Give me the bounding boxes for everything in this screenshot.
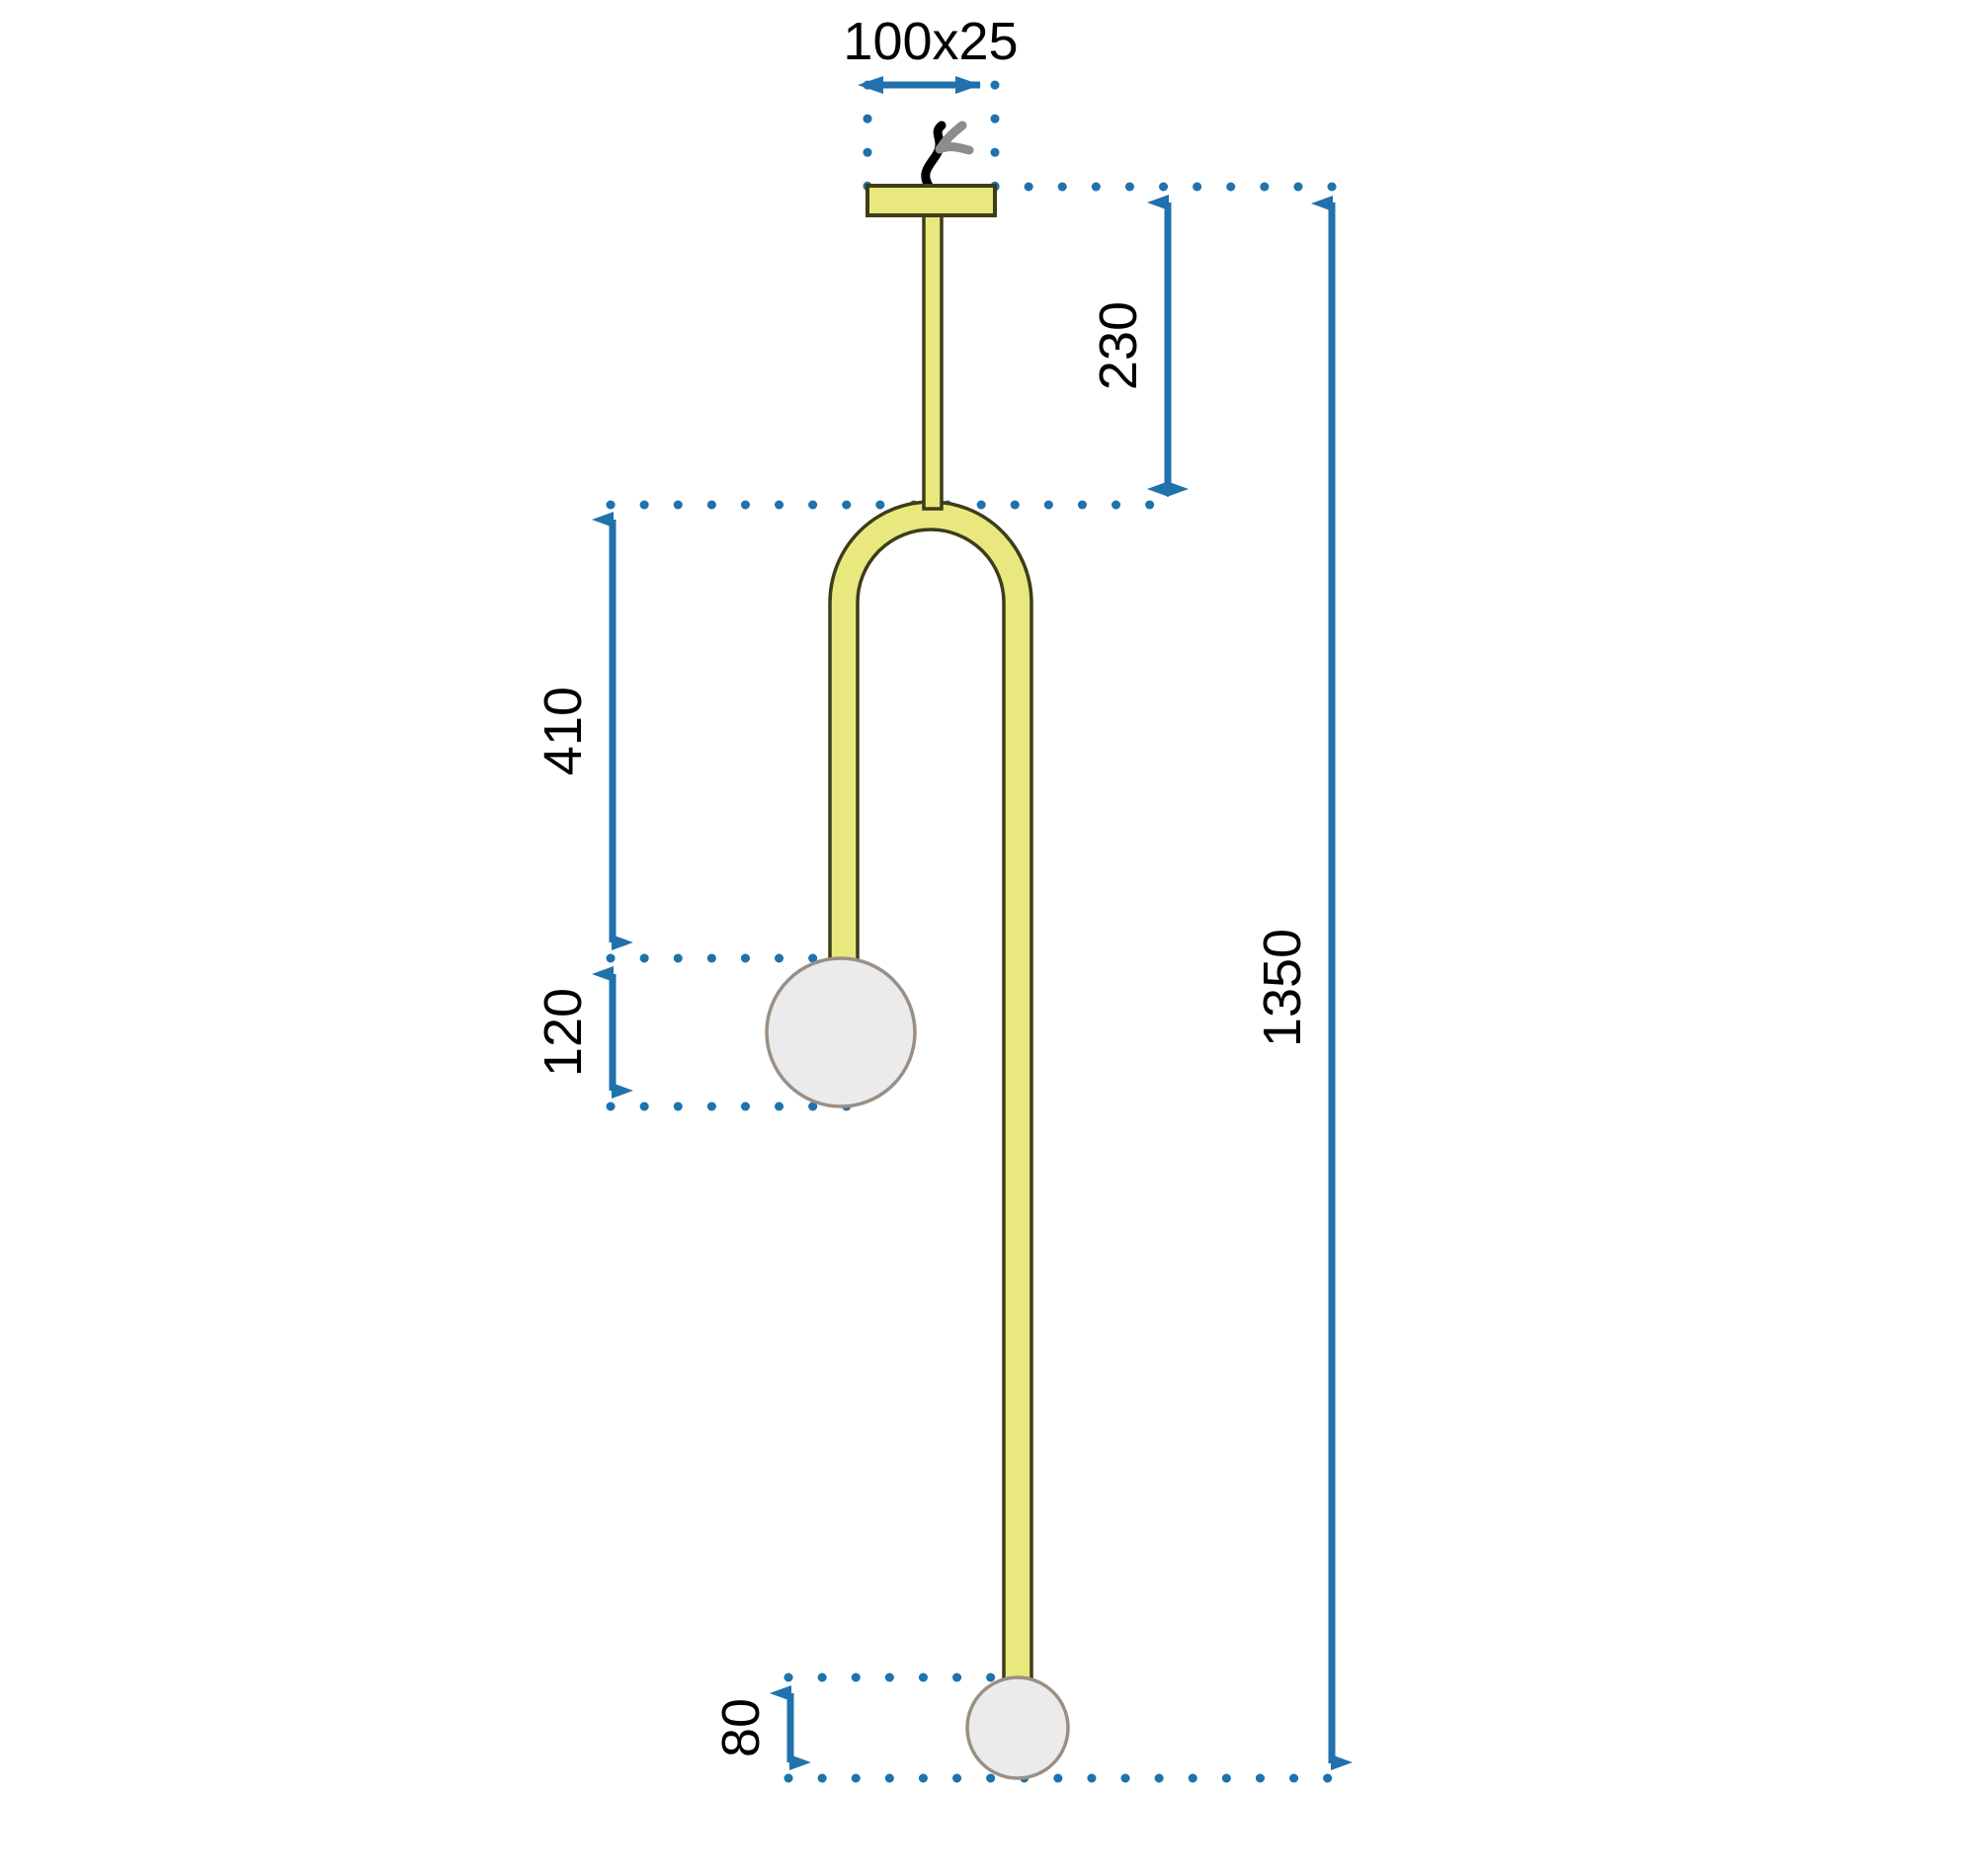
supply-wire-grey-branch <box>936 121 967 153</box>
dim-label-total-height: 1350 <box>1253 929 1312 1047</box>
lower-glass-globe <box>965 1675 1070 1780</box>
dim-label-lower-globe: 80 <box>711 1698 771 1757</box>
supply-wire-black <box>921 121 947 191</box>
ceiling-canopy-plate <box>865 184 997 217</box>
dimension-labels: 100x25 230 410 120 80 1350 <box>534 12 1312 1757</box>
lamp-fixture <box>765 121 1070 1780</box>
dim-label-canopy-width: 100x25 <box>843 12 1018 71</box>
vertical-stem-rod <box>922 210 944 511</box>
extension-lines <box>606 80 1341 1783</box>
upper-glass-globe <box>765 956 917 1108</box>
u-shaped-arch-tube <box>830 502 1031 1685</box>
u-shaped-arch-outline-inner <box>856 528 1006 1685</box>
dim-label-drop-to-arch: 230 <box>1089 301 1148 390</box>
dimension-lines <box>592 76 1353 1770</box>
dim-label-upper-globe: 120 <box>534 988 593 1077</box>
dim-label-arch-height: 410 <box>534 687 593 775</box>
